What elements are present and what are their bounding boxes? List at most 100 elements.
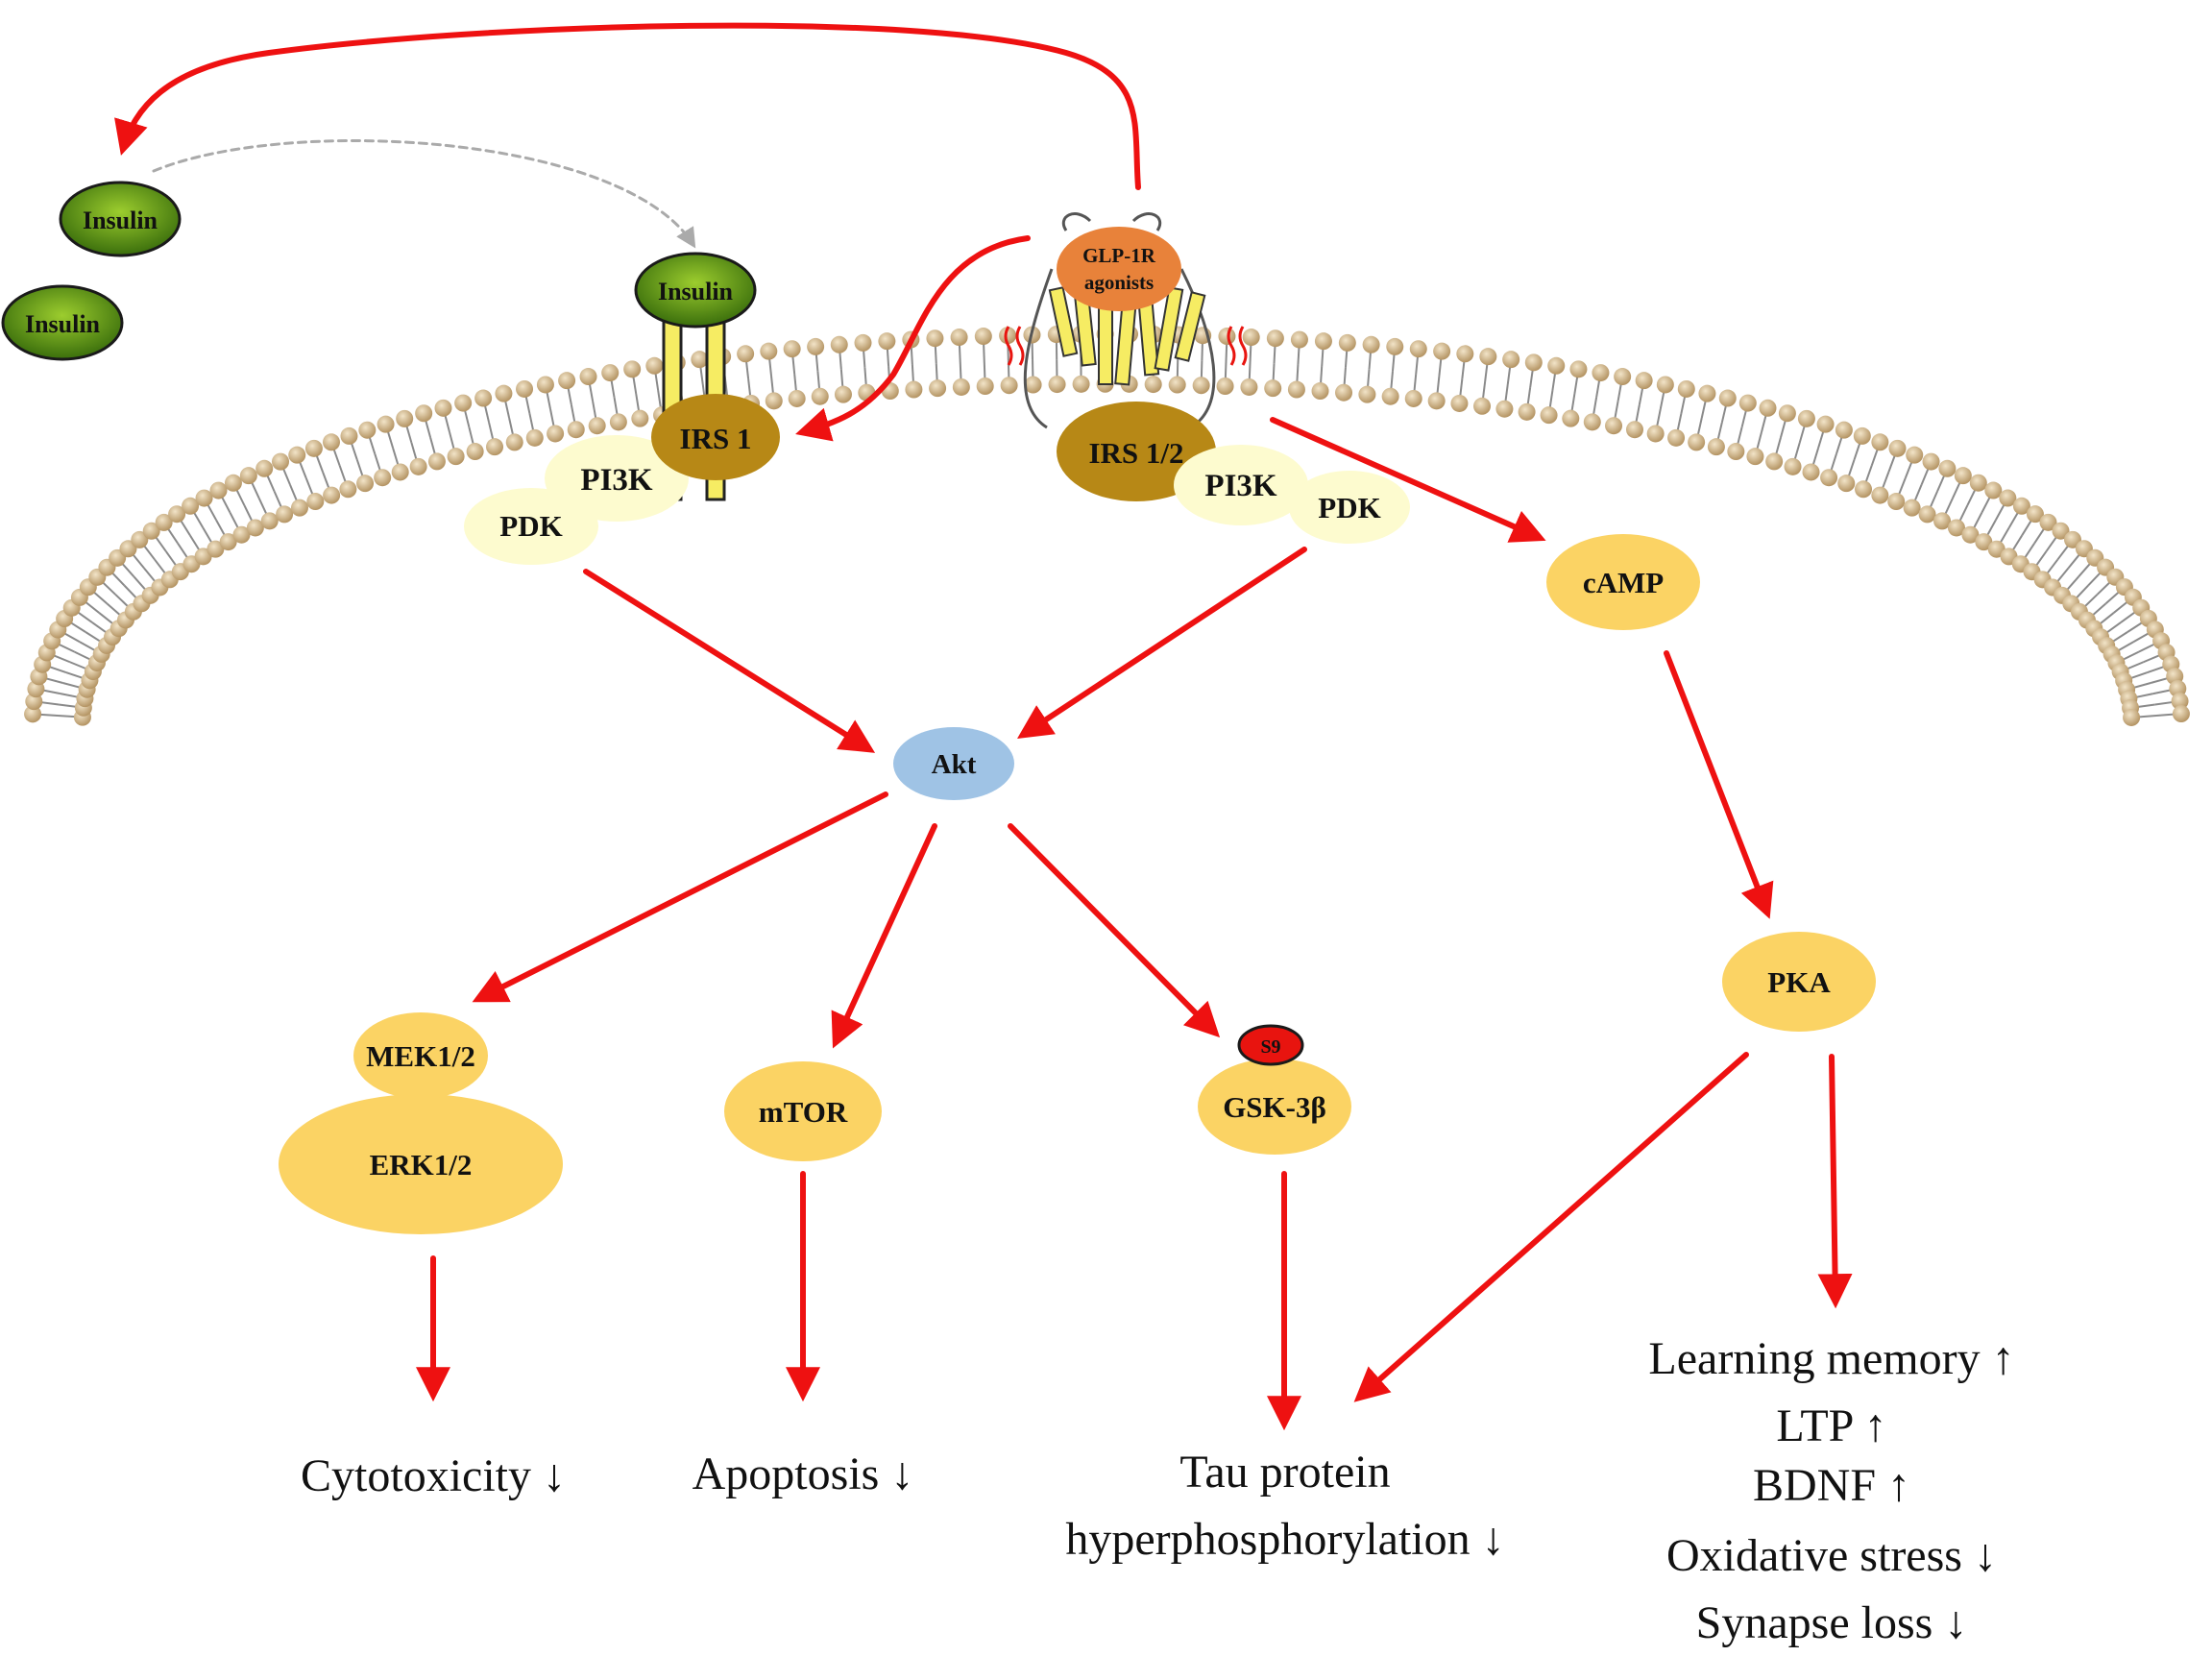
s9-phosphosite: S9: [1237, 1024, 1304, 1066]
mek-label: MEK1/2: [366, 1039, 475, 1073]
lipid-head: [1961, 525, 1980, 544]
lipid-head: [1759, 399, 1777, 417]
svg-text:Insulin: Insulin: [83, 207, 158, 234]
arrow-glp1-to-insulin-secretion: [114, 22, 1141, 190]
lipid-head: [1338, 333, 1356, 352]
lipid-head: [1855, 480, 1873, 499]
camp: cAMP: [1546, 534, 1700, 630]
lipid-head: [601, 364, 620, 382]
lipid-head: [232, 525, 251, 544]
outcome-apoptosis: Apoptosis ↓: [693, 1449, 914, 1499]
lipid-head: [588, 417, 606, 435]
erk-label: ERK1/2: [370, 1148, 473, 1181]
lipid-head: [323, 486, 341, 504]
lipid-head: [811, 387, 829, 405]
lipid-head: [1583, 413, 1601, 431]
lipid-head: [239, 467, 257, 485]
akt: Akt: [893, 727, 1014, 800]
svg-text:Insulin: Insulin: [25, 310, 101, 338]
lipid-head: [1820, 469, 1838, 487]
lipid-head: [1906, 446, 1924, 464]
lipid-head: [1853, 426, 1871, 445]
svg-text:S9: S9: [1260, 1036, 1280, 1058]
lipid-head: [155, 513, 173, 531]
pi3k-right: PI3K: [1174, 445, 1308, 525]
lipid-head: [1888, 439, 1907, 457]
arrow-akt-to-mtor: [831, 823, 937, 1049]
lipid-head: [1984, 481, 2003, 499]
lipid-head: [854, 333, 872, 352]
lipid-head: [340, 426, 358, 445]
lipid-head: [1614, 368, 1632, 386]
outcome-tau-line1: Tau protein: [1179, 1447, 1390, 1498]
lipid-head: [1540, 406, 1558, 425]
lipid-head: [1738, 394, 1757, 412]
cell-membrane: [24, 325, 2190, 726]
svg-text:cAMP: cAMP: [1583, 566, 1664, 599]
lipid-head: [1947, 519, 1965, 537]
svg-text:Insulin: Insulin: [658, 278, 734, 305]
lipid-head: [999, 327, 1017, 345]
lipid-head: [322, 433, 340, 451]
lipid-head: [2123, 708, 2141, 726]
lipid-head: [505, 433, 523, 451]
lipid-head: [24, 705, 42, 723]
lipid-head: [209, 481, 228, 499]
lipid-head: [691, 351, 709, 369]
lipid-head: [1975, 533, 1993, 551]
lipid-head: [1242, 329, 1260, 347]
lipid-head: [525, 428, 544, 447]
lipid-head: [1933, 512, 1952, 530]
lipid-head: [1266, 329, 1284, 348]
lipid-head: [1698, 384, 1716, 402]
lipid-head: [807, 337, 825, 355]
lipid-head: [195, 489, 213, 507]
lipid-head: [1358, 385, 1376, 403]
lipid-head: [374, 469, 392, 487]
lipid-head: [1918, 505, 1936, 524]
outcome-tau-line2: hyperphosphorylation ↓: [1065, 1514, 1504, 1565]
lipid-head: [1240, 377, 1258, 396]
lipid-head: [1216, 377, 1234, 395]
lipid-head: [609, 413, 627, 431]
effect-learning-memory: Learning memory ↑: [1648, 1333, 2014, 1384]
lipid-head: [830, 335, 848, 353]
lipid-head: [358, 421, 377, 439]
lipid-head: [1335, 383, 1353, 402]
lipid-head: [260, 512, 279, 530]
lipid-head: [1168, 376, 1186, 394]
lipid-head: [631, 409, 649, 427]
insulin-bound: Insulin: [634, 252, 757, 329]
lipid-head: [272, 452, 290, 471]
lipid-head: [645, 356, 664, 375]
lipid-head: [339, 480, 357, 499]
effect-oxidative-stress: Oxidative stress ↓: [1666, 1530, 1997, 1581]
lipid-head: [290, 499, 308, 517]
lipid-head: [1656, 376, 1674, 394]
lipid-head: [224, 474, 242, 492]
lipid-head: [246, 519, 264, 537]
arrow-glp1r-to-camp: [1270, 417, 1546, 543]
arrows: [114, 22, 1853, 1431]
lipid-head: [905, 380, 923, 399]
arrow-pdk-right-to-akt: [1016, 547, 1307, 739]
lipid-head: [304, 439, 323, 457]
lipid-head: [1784, 457, 1802, 475]
svg-text:PKA: PKA: [1767, 965, 1831, 999]
svg-text:PDK: PDK: [1318, 491, 1380, 524]
lipid-head: [1381, 387, 1399, 405]
glp1r-agonists: GLP-1R agonists: [1057, 227, 1181, 311]
lipid-head: [878, 332, 896, 351]
pka: PKA: [1722, 932, 1876, 1032]
effect-bdnf: BDNF ↑: [1753, 1460, 1910, 1511]
svg-text:agonists: agonists: [1084, 271, 1154, 294]
lipid-head: [1314, 332, 1332, 351]
lipid-head: [1524, 353, 1543, 372]
lipid-head: [1518, 402, 1536, 421]
lipid-head: [1938, 459, 1957, 477]
lipid-head: [168, 505, 186, 524]
lipid-head: [1746, 448, 1764, 466]
lipid-head: [765, 392, 783, 410]
lipid-head: [391, 463, 409, 481]
lipid-head: [516, 379, 534, 398]
